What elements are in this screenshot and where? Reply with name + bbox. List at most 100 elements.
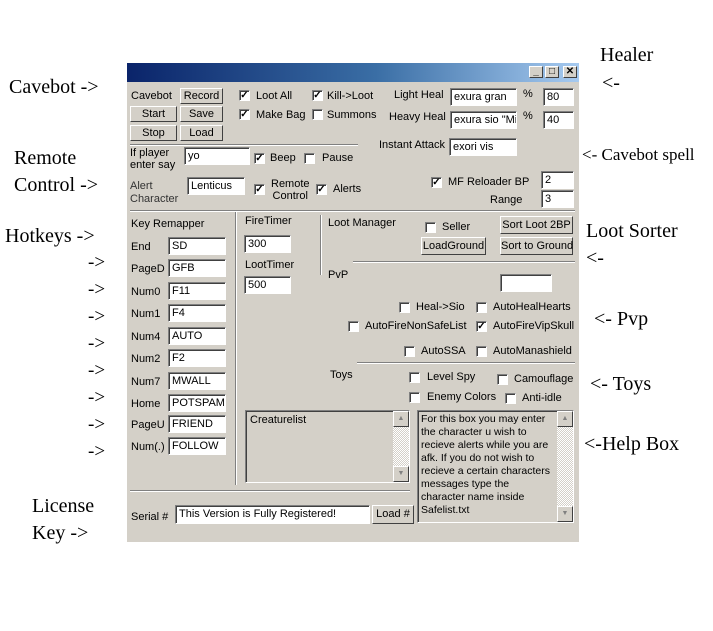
hotkey-value[interactable]: F2 [168,349,226,367]
hotkey-key: PageD [131,263,165,275]
loot-all-label: Loot All [256,90,293,102]
auto-fire-vip-checkbox[interactable]: ✓ [476,321,487,332]
loot-manager-label: Loot Manager [328,217,396,229]
heavy-heal-input[interactable]: exura sio "Mi [450,111,517,129]
scroll-down-arrow-icon[interactable]: ▼ [557,506,573,522]
hotkey-key: Home [131,398,161,410]
serial-input[interactable]: This Version is Fully Registered! [175,505,370,524]
scroll-up-arrow-icon[interactable]: ▲ [393,411,409,427]
annotation-pvp: <- Pvp [594,308,649,330]
creaturelist-box[interactable]: Creaturelist ▲ ▼ [245,410,410,483]
remote-control-label: Remote Control [271,178,310,202]
anti-idle-label: Anti-idle [522,392,562,404]
kill-loot-checkbox[interactable]: ✓ [312,90,323,101]
scroll-down-arrow-icon[interactable]: ▼ [393,466,409,482]
light-heal-input[interactable]: exura gran [450,88,517,106]
start-button[interactable]: Start [130,106,177,122]
sort-to-ground-button[interactable]: Sort to Ground [500,237,573,255]
load-ground-button[interactable]: LoadGround [421,237,486,255]
maximize-button[interactable]: □ [545,66,559,78]
hotkey-key: Num4 [131,331,161,343]
toys-label: Toys [330,369,353,381]
close-button[interactable]: ✕ [563,66,577,78]
light-heal-label: Light Heal [394,89,444,101]
camouflage-checkbox[interactable] [497,374,508,385]
beep-checkbox[interactable]: ✓ [254,153,265,164]
fire-timer-label: FireTimer [245,215,292,227]
separator [353,261,575,263]
help-box[interactable]: For this box you may enter the character… [417,410,574,523]
key-remapper-title: Key Remapper [131,218,205,230]
light-heal-percent-input[interactable]: 80 [543,88,574,106]
say-input[interactable]: yo [184,147,250,165]
pause-checkbox[interactable] [304,153,315,164]
hotkey-key: Num0 [131,286,161,298]
load-serial-button[interactable]: Load # [372,505,414,524]
annotation-hotkey-arrow: -> [88,387,106,408]
annotation-hotkey-arrow: -> [88,360,106,381]
auto-manashield-checkbox[interactable] [476,346,487,357]
alerts-checkbox[interactable]: ✓ [316,184,327,195]
stop-button[interactable]: Stop [130,125,177,141]
minimize-button[interactable]: _ [529,66,543,78]
auto-heal-hearts-checkbox[interactable] [476,302,487,313]
anti-idle-checkbox[interactable] [505,393,516,404]
hotkey-value[interactable]: SD [168,237,226,255]
alert-character-input[interactable]: Lenticus [187,177,245,195]
hotkey-key: Num1 [131,308,161,320]
fire-timer-input[interactable]: 300 [244,235,291,253]
mf-reloader-checkbox[interactable]: ✓ [431,177,442,188]
annotation-hotkey-arrow: -> [88,441,106,462]
level-spy-label: Level Spy [427,371,476,383]
hotkey-value[interactable]: POTSPAM [168,394,226,412]
seller-checkbox[interactable] [425,222,436,233]
loot-all-checkbox[interactable]: ✓ [239,90,250,101]
loot-timer-input[interactable]: 500 [244,276,291,294]
sort-loot-button[interactable]: Sort Loot 2BP [500,216,573,234]
title-bar[interactable]: _ □ ✕ [127,63,579,82]
hotkey-value[interactable]: GFB [168,259,226,277]
load-button[interactable]: Load [180,125,223,141]
hotkey-value[interactable]: FOLLOW [168,437,226,455]
cavebot-label: Cavebot [131,90,172,102]
instant-attack-input[interactable]: exori vis [449,138,517,156]
light-heal-percent-symbol: % [523,88,533,100]
pvp-input[interactable] [500,274,552,292]
hotkey-value[interactable]: MWALL [168,372,226,390]
annotation-hotkey-arrow: -> [88,414,106,435]
annotation-toys: <- Toys [590,373,652,395]
annotation-loot-sorter: Loot Sorter [586,220,678,242]
make-bag-checkbox[interactable]: ✓ [239,109,250,120]
hotkey-value[interactable]: AUTO [168,327,226,345]
enemy-colors-label: Enemy Colors [427,391,497,403]
range-input[interactable]: 3 [541,190,574,208]
hotkey-value[interactable]: F4 [168,304,226,322]
save-button[interactable]: Save [180,106,223,122]
heal-sio-checkbox[interactable] [399,302,410,313]
mf-reloader-bp-input[interactable]: 2 [541,171,574,189]
heavy-heal-label: Heavy Heal [389,111,446,123]
enemy-colors-checkbox[interactable] [409,392,420,403]
auto-ssa-label: AutoSSA [421,345,466,357]
help-scrollbar[interactable]: ▲ ▼ [557,411,573,522]
annotation-help-box: <-Help Box [584,433,680,455]
instant-attack-label: Instant Attack [379,139,446,151]
creaturelist-scrollbar[interactable]: ▲ ▼ [393,411,409,482]
hotkey-key: Num2 [131,353,161,365]
auto-ssa-checkbox[interactable] [404,346,415,357]
hotkey-value[interactable]: F11 [168,282,226,300]
beep-label: Beep [270,152,296,164]
summons-checkbox[interactable] [312,109,323,120]
annotation-hotkey-arrow: -> [88,306,106,327]
level-spy-checkbox[interactable] [409,372,420,383]
annotation-healer: Healer [600,44,654,66]
record-button[interactable]: Record [180,88,223,104]
remote-control-checkbox[interactable]: ✓ [254,184,265,195]
pause-label: Pause [322,152,354,164]
auto-fire-non-safe-checkbox[interactable] [348,321,359,332]
scroll-up-arrow-icon[interactable]: ▲ [557,411,573,427]
hotkey-value[interactable]: FRIEND [168,415,226,433]
heavy-heal-percent-input[interactable]: 40 [543,111,574,129]
heal-sio-label: Heal->Sio [416,301,465,313]
annotation-cavebot: Cavebot -> [9,76,99,98]
